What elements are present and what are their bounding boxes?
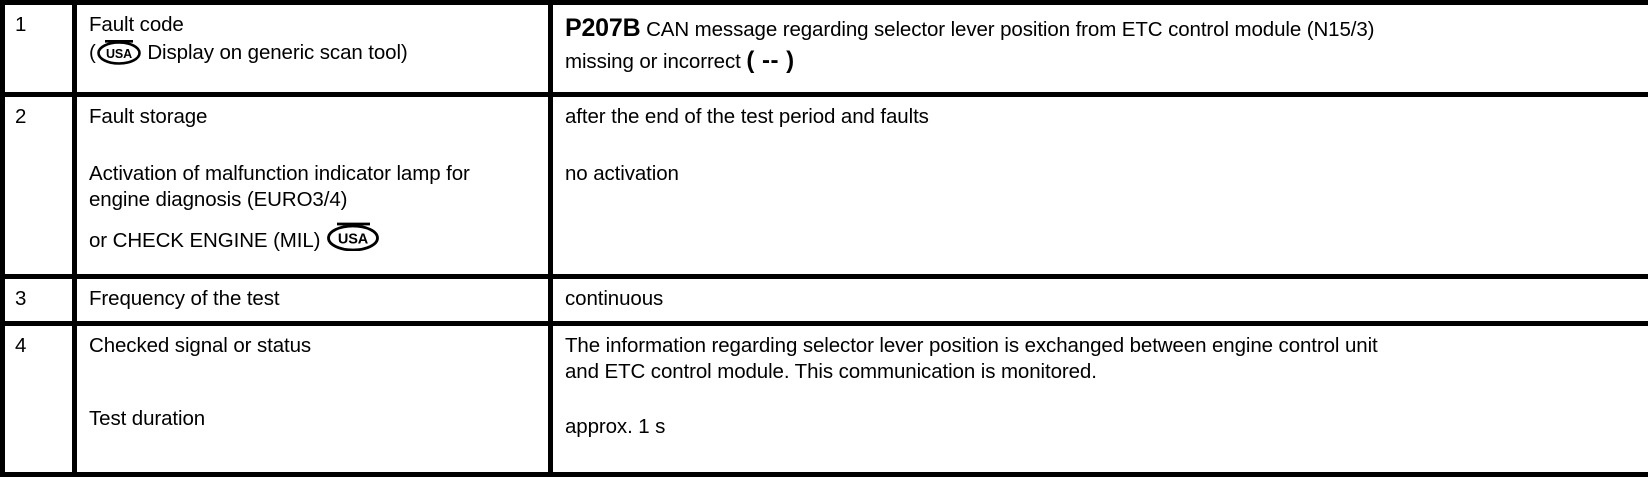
table-row: 4 Checked signal or status Test duration…	[3, 323, 1648, 474]
row-label-2: Fault storage Activation of malfunction …	[77, 97, 548, 263]
fault-code-description-cont: missing or incorrect	[565, 50, 741, 73]
fault-code-label: Fault code	[89, 12, 538, 39]
table-row: 3 Frequency of the test continuous	[3, 277, 1648, 324]
row-index-cell-4: 4	[3, 323, 75, 474]
row-label-cell-4: Checked signal or status Test duration	[75, 323, 551, 474]
row-index-1: 1	[5, 5, 72, 39]
spacer	[89, 359, 538, 406]
mil-activation-label-line2: engine diagnosis (EURO3/4)	[89, 187, 538, 214]
checked-signal-label: Checked signal or status	[89, 333, 538, 360]
check-engine-text: or CHECK ENGINE (MIL)	[89, 229, 320, 252]
fault-code-description: CAN message regarding selector lever pos…	[646, 18, 1374, 41]
fault-code-dash: ( -- )	[746, 47, 794, 74]
scan-tool-note-text: Display on generic scan tool)	[147, 41, 407, 64]
scan-tool-note-line: ( USA Display on generic scan tool)	[89, 39, 538, 67]
test-duration-value: approx. 1 s	[565, 414, 1638, 441]
row-label-4: Checked signal or status Test duration	[77, 326, 548, 441]
row-value-cell-1: P207B CAN message regarding selector lev…	[551, 3, 1648, 95]
row-index-cell-2: 2	[3, 95, 75, 277]
test-duration-label: Test duration	[89, 406, 538, 433]
row-index-cell-3: 3	[3, 277, 75, 324]
table-row: 2 Fault storage Activation of malfunctio…	[3, 95, 1648, 277]
spacer	[89, 131, 538, 161]
checked-signal-value-line1: The information regarding selector lever…	[565, 333, 1638, 360]
table-row: 1 Fault code ( USA Display on generic sc…	[3, 3, 1648, 95]
row-value-cell-3: continuous	[551, 277, 1648, 324]
row-value-cell-2: after the end of the test period and fau…	[551, 95, 1648, 277]
fault-code-value-line2: missing or incorrect ( -- )	[565, 45, 1638, 76]
svg-text:USA: USA	[338, 231, 369, 247]
mil-activation-label-line1: Activation of malfunction indicator lamp…	[89, 161, 538, 188]
checked-signal-value-line2: and ETC control module. This communicati…	[565, 359, 1638, 386]
row-label-cell-1: Fault code ( USA Display on generic scan…	[75, 3, 551, 95]
mil-activation-value: no activation	[565, 161, 1638, 188]
svg-text:USA: USA	[106, 47, 132, 61]
spacer	[565, 386, 1638, 414]
paren-open: (	[89, 41, 96, 64]
row-index-4: 4	[5, 326, 72, 360]
spacer	[565, 131, 1638, 161]
usa-oval-badge-icon: USA	[96, 39, 142, 65]
usa-oval-badge-icon: USA	[326, 221, 380, 251]
mil-activation-label-line3: or CHECK ENGINE (MIL) USA	[89, 214, 538, 255]
row-label-cell-2: Fault storage Activation of malfunction …	[75, 95, 551, 277]
row-value-4: The information regarding selector lever…	[553, 326, 1648, 449]
row-value-3: continuous	[553, 279, 1648, 321]
row-value-cell-4: The information regarding selector lever…	[551, 323, 1648, 474]
fault-code-value-line1: P207B CAN message regarding selector lev…	[565, 12, 1638, 45]
row-label-1: Fault code ( USA Display on generic scan…	[77, 5, 548, 74]
row-index-3: 3	[5, 279, 72, 313]
row-index-cell-1: 1	[3, 3, 75, 95]
row-index-2: 2	[5, 97, 72, 131]
row-value-2: after the end of the test period and fau…	[553, 97, 1648, 195]
row-label-3: Frequency of the test	[77, 279, 548, 321]
fault-code-number: P207B	[565, 14, 640, 42]
fault-storage-label: Fault storage	[89, 104, 538, 131]
fault-storage-value: after the end of the test period and fau…	[565, 104, 1638, 131]
row-label-cell-3: Frequency of the test	[75, 277, 551, 324]
row-value-1: P207B CAN message regarding selector lev…	[553, 5, 1648, 84]
